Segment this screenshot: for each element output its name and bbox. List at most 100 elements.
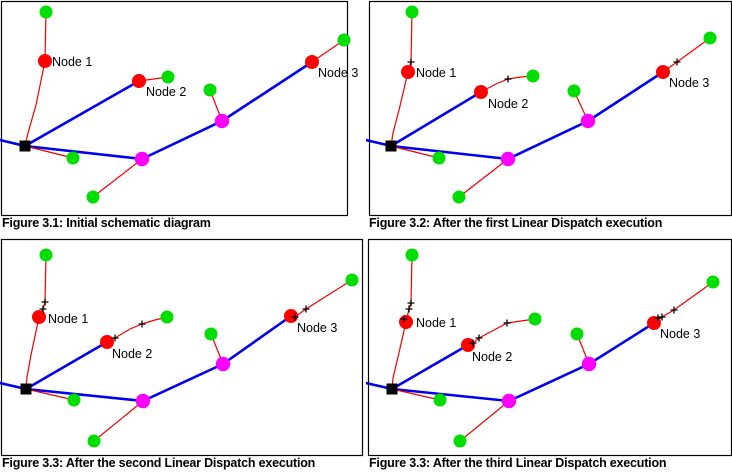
feeder-line <box>587 321 656 366</box>
diagram-border <box>367 238 732 457</box>
diagram-border <box>0 0 349 217</box>
branch-line <box>106 316 168 343</box>
plus-marker <box>469 339 477 347</box>
plus-marker <box>39 305 47 313</box>
branch-line <box>24 60 46 147</box>
feeder-line <box>389 90 483 148</box>
terminal-node <box>66 151 80 165</box>
terminal-node <box>405 5 419 19</box>
feeder-line <box>506 119 590 161</box>
terminal-node <box>567 84 581 98</box>
terminal-node <box>432 151 446 165</box>
node-label: Node 1 <box>48 312 88 326</box>
plus-marker <box>407 299 415 307</box>
diagram-border <box>0 238 364 457</box>
terminal-node <box>160 310 174 324</box>
figure-caption: Figure 3.3: After the second Linear Disp… <box>2 456 316 470</box>
node-label: Node 2 <box>472 350 512 364</box>
node-label: Node 2 <box>146 85 186 99</box>
terminal-node <box>706 275 720 289</box>
terminal-node <box>703 31 717 45</box>
figure-caption: Figure 3.2: After the first Linear Dispa… <box>369 216 663 230</box>
feeder-line <box>140 119 224 161</box>
branch-line <box>390 71 409 147</box>
figure-panel-4: Node 1 Node 2 Node 3 Figure 3.3: After the… <box>366 237 732 474</box>
terminal-node <box>526 69 540 83</box>
junction-node <box>135 393 151 409</box>
load-node <box>474 85 488 99</box>
node-label: Node 3 <box>297 321 337 335</box>
source-node <box>20 383 32 395</box>
feeder-line <box>389 144 510 161</box>
load-node <box>305 55 319 69</box>
load-node <box>656 65 670 79</box>
node-label: Node 3 <box>660 327 700 341</box>
load-node <box>399 315 413 329</box>
branch-line <box>24 145 74 159</box>
schematic-canvas-1: Node 1 Node 2 Node 3 <box>0 0 358 217</box>
node-label: Node 1 <box>416 66 456 80</box>
terminal-node <box>86 190 100 204</box>
branch-line <box>92 158 143 198</box>
feeder-line <box>221 314 293 366</box>
branch-line <box>25 388 75 401</box>
plus-marker <box>138 320 146 328</box>
terminal-node <box>203 83 217 97</box>
branch-line <box>459 400 510 442</box>
node-label: Node 3 <box>318 66 358 80</box>
plus-marker <box>407 58 415 66</box>
feeder-line <box>23 79 141 148</box>
terminal-node <box>405 248 419 262</box>
terminal-node <box>204 327 218 341</box>
terminal-node <box>433 393 447 407</box>
plus-marker <box>302 305 310 313</box>
plus-marker <box>504 75 512 83</box>
load-node <box>38 54 52 68</box>
branch-line <box>458 158 509 198</box>
terminal-node <box>452 190 466 204</box>
junction-node <box>215 356 231 372</box>
plus-marker <box>111 334 119 342</box>
figure-panel-3: Node 1 Node 2 Node 3 Figure 3.3: After the… <box>0 237 366 474</box>
load-node <box>284 309 298 323</box>
junction-node <box>214 113 230 129</box>
branch-line <box>93 400 144 442</box>
node-label: Node 3 <box>669 76 709 90</box>
branch-line <box>44 11 47 62</box>
terminal-node <box>67 393 81 407</box>
branch-line <box>390 145 440 159</box>
feeder-line <box>141 362 225 403</box>
source-node <box>19 140 31 152</box>
node-label: Node 1 <box>416 316 456 330</box>
plus-marker <box>503 319 511 327</box>
terminal-node <box>39 5 53 19</box>
terminal-node <box>345 273 359 287</box>
schematic-canvas-4: Node 1 Node 2 Node 3 <box>366 238 732 457</box>
feeder-line <box>23 144 144 161</box>
load-node <box>461 338 475 352</box>
plus-marker <box>658 313 666 321</box>
branch-line <box>25 316 40 390</box>
figure-caption: Figure 3.3: After the third Linear Dispa… <box>369 456 667 470</box>
terminal-node <box>161 70 175 84</box>
source-node <box>385 140 397 152</box>
load-node <box>100 335 114 349</box>
plus-marker <box>291 313 299 321</box>
junction-node <box>501 393 517 409</box>
schematic-canvas-3: Node 1 Node 2 Node 3 <box>0 238 364 457</box>
load-node <box>132 74 146 88</box>
load-node <box>401 65 415 79</box>
feeder-line <box>507 362 591 403</box>
plus-marker <box>475 334 483 342</box>
terminal-node <box>453 434 467 448</box>
feeder-line <box>220 60 314 123</box>
node-label: Node 2 <box>112 347 152 361</box>
feeder-line <box>586 70 665 123</box>
node-label: Node 1 <box>52 55 92 69</box>
junction-node <box>581 356 597 372</box>
plus-marker <box>670 306 678 314</box>
plus-marker <box>41 298 49 306</box>
